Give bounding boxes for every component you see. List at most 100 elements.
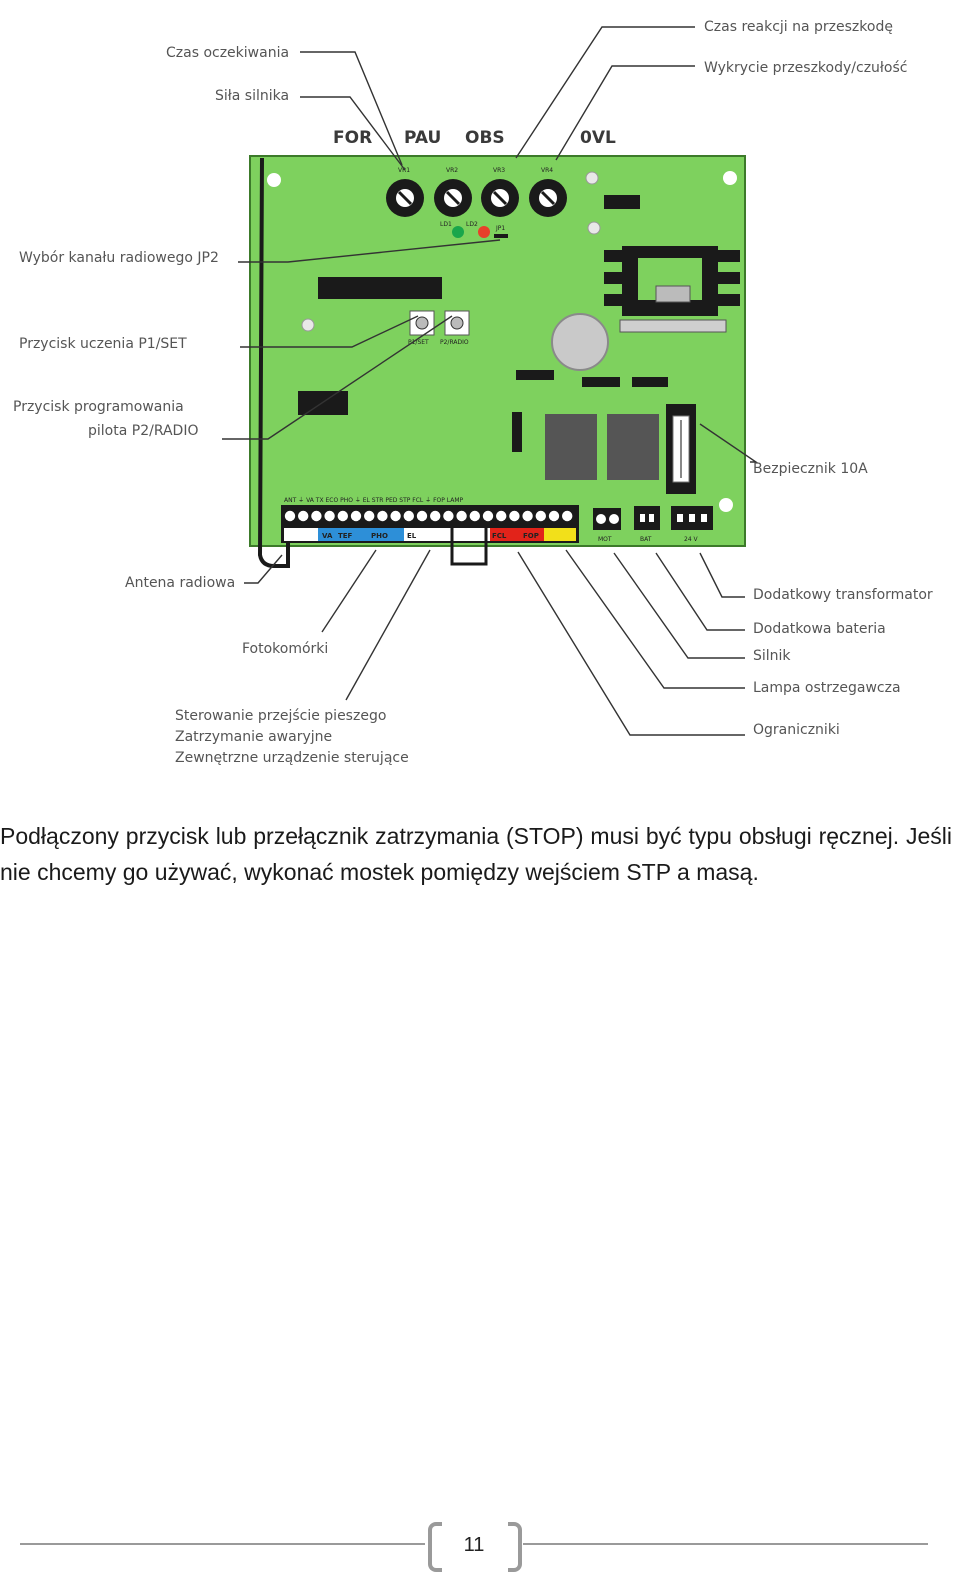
terminal-screw [482, 510, 494, 522]
terminal-screw [456, 510, 467, 522]
page-number: 11 [463, 1534, 485, 1556]
mount-hole [587, 221, 601, 235]
button-label-p2: P2/RADIO [440, 339, 469, 346]
callout-ograniczniki: Ograniczniki [753, 722, 840, 738]
strip-yellow [544, 528, 576, 541]
led-red [478, 226, 490, 238]
strip-blue [318, 528, 404, 541]
strip-label-pho: PHO [371, 532, 388, 540]
terminal-screw [509, 510, 520, 522]
ic-chip-large [318, 277, 442, 299]
callout-czas-reakcji: Czas reakcji na przeszkodę [704, 19, 893, 35]
leader-czas-oczekiwania [300, 51, 403, 166]
terminal-screw [522, 510, 533, 522]
strip-red [490, 528, 544, 541]
strip-label-va: VA [322, 532, 333, 540]
label-pau: PAU [404, 128, 441, 148]
mount-hole [267, 173, 281, 187]
callout-czas-oczekiwania: Czas oczekiwania [166, 45, 289, 61]
mount-hole [719, 498, 733, 512]
callout-fotokomorki: Fotokomórki [242, 641, 328, 657]
terminal-screw [469, 510, 480, 522]
terminal-screw [416, 510, 428, 522]
terminal-screw [364, 510, 375, 522]
callout-przycisk-prog-1: Przycisk programowania [13, 399, 184, 415]
callout-silnik: Silnik [753, 648, 791, 664]
callout-transformator: Dodatkowy transformator [753, 587, 933, 603]
terminal-screw [562, 510, 573, 522]
jumper-jp [494, 234, 508, 238]
note-paragraph: Podłączony przycisk lub przełącznik zatr… [0, 823, 952, 885]
footer-brace-right [508, 1522, 522, 1572]
label-for: FOR [333, 128, 372, 148]
terminal-screw [324, 510, 335, 522]
button-p1-set [409, 310, 435, 336]
leader-czas-reakcji [515, 26, 695, 159]
control-board-diagram: FOR PAU OBS 0VL VR1 VR2 VR3 VR4 LD1 LD2 … [13, 19, 933, 766]
footer-rule-right [523, 1543, 928, 1545]
connector-bat [634, 506, 660, 530]
connector-mot [593, 508, 621, 530]
terminal-screw [403, 510, 414, 522]
smd-part [632, 377, 668, 387]
callout-przycisk-uczenia: Przycisk uczenia P1/SET [19, 336, 187, 352]
pot-label-vr1: VR1 [398, 167, 410, 174]
connector-label-bat: BAT [640, 536, 652, 543]
label-obs: OBS [465, 128, 505, 148]
callout-antena: Antena radiowa [125, 575, 235, 591]
connector-24v [671, 506, 713, 530]
heatsink [604, 246, 740, 333]
circuit-board [249, 155, 746, 547]
capacitor [551, 313, 609, 371]
leader-sila-silnika [300, 96, 406, 171]
leader-antena [244, 554, 283, 584]
stp-bracket [450, 526, 488, 566]
smd-part [582, 377, 620, 387]
leader-lampa [565, 549, 745, 689]
terminal-screw [548, 510, 560, 522]
label-0vl: 0VL [580, 128, 616, 148]
potentiometer-vr4 [529, 179, 567, 217]
terminal-screw [298, 510, 309, 522]
antenna-wire [257, 157, 290, 568]
pot-label-vr4: VR4 [541, 167, 553, 174]
callout-wybor-kanalu: Wybór kanału radiowego JP2 [19, 250, 219, 266]
callout-sterowanie-3: Zewnętrzne urządzenie sterujące [175, 750, 409, 766]
terminal-screw [390, 510, 401, 522]
leader-wykrycie [555, 65, 695, 161]
relay [545, 414, 597, 480]
leader-bateria [655, 552, 745, 631]
footer-brace-left [428, 1522, 442, 1572]
terminal-header: ANT ⏚ VA TX ECO PHO ⏚ EL STR PED STP FCL… [284, 497, 464, 504]
led-label-ld2: LD2 [466, 221, 478, 228]
ic-chip-top [604, 195, 640, 209]
smd-part [512, 412, 522, 452]
mount-hole [301, 318, 315, 332]
led-green [452, 226, 464, 238]
leader-przycisk-prog [222, 315, 453, 440]
mount-hole [723, 171, 737, 185]
callout-sila-silnika: Siła silnika [215, 88, 289, 104]
terminal-screw [496, 510, 507, 522]
callout-lampa: Lampa ostrzegawcza [753, 680, 901, 696]
leader-sterowanie [345, 549, 431, 701]
callout-sterowanie-1: Sterowanie przejście pieszego [175, 708, 386, 724]
strip-label-fop: FOP [523, 532, 539, 540]
strip-label-fcl: FCL [492, 532, 507, 540]
fuse-holder [666, 404, 696, 494]
smd-part [516, 370, 554, 380]
leader-transformator [699, 552, 745, 598]
connector-label-mot: MOT [598, 536, 612, 543]
leader-bezpiecznik [699, 423, 759, 463]
footer-rule-left [20, 1543, 425, 1545]
jumper-label: JP1 [495, 225, 505, 232]
terminal-screw [535, 510, 546, 522]
strip-label-el: EL [407, 532, 417, 540]
callout-bezpiecznik: Bezpiecznik 10A [753, 461, 868, 477]
potentiometer-vr3 [481, 179, 519, 217]
potentiometer-vr2 [434, 179, 472, 217]
pot-label-vr3: VR3 [493, 167, 505, 174]
terminal-screw [311, 510, 322, 522]
potentiometer-vr1 [386, 179, 424, 217]
connector-label-24v: 24 V [684, 536, 699, 543]
